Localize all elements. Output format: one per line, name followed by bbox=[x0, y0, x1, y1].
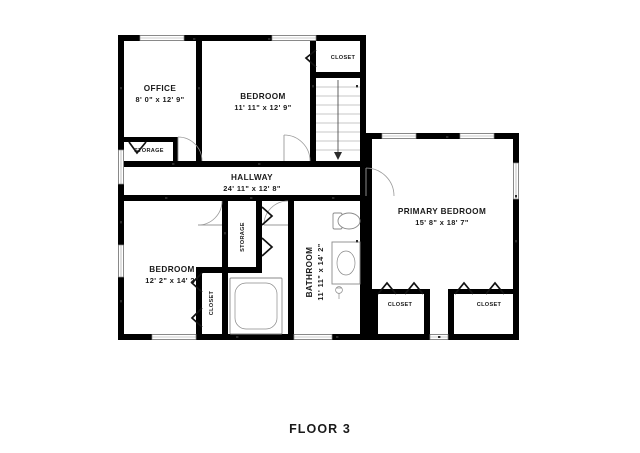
hallway-dimensions: 24' 11" x 12' 8" bbox=[223, 184, 281, 193]
bathtub-fixture bbox=[229, 277, 283, 335]
bifold-closet-top bbox=[304, 49, 317, 68]
label-bedroom-top: BEDROOM 11' 11" x 12' 9" bbox=[234, 92, 291, 112]
bathroom-fixtures bbox=[229, 212, 361, 335]
closet-primary-1-label: CLOSET bbox=[388, 302, 413, 308]
label-hallway: HALLWAY 24' 11" x 12' 8" bbox=[223, 173, 281, 193]
bathroom-name: BATHROOM bbox=[305, 247, 314, 298]
window-primary-top-2 bbox=[459, 133, 495, 139]
wall-tick-marks bbox=[120, 38, 517, 338]
bathroom-dimensions: 11' 11" x 14' 2" bbox=[316, 243, 325, 300]
vanity-sink-fixture bbox=[331, 241, 361, 285]
floor-title: FLOOR 3 bbox=[289, 422, 351, 436]
window-bathroom-bottom bbox=[293, 334, 333, 340]
office-name: OFFICE bbox=[144, 84, 177, 93]
label-primary-bedroom: PRIMARY BEDROOM 15' 8" x 18' 7" bbox=[398, 207, 486, 227]
window-office-top bbox=[139, 35, 185, 41]
bifold-closet-bath-2 bbox=[190, 307, 203, 328]
bifold-storage-center-2 bbox=[261, 237, 274, 257]
bifold-closet-primary-2a bbox=[454, 281, 474, 295]
bedroom-bottom-dimensions: 12' 2" x 14' 2" bbox=[145, 276, 199, 285]
label-bathroom: BATHROOM 11' 11" x 14' 2" bbox=[305, 243, 325, 300]
window-bedroom-top bbox=[271, 35, 317, 41]
door-bedroom-top bbox=[283, 134, 311, 162]
closet-bath-label: CLOSET bbox=[209, 290, 215, 315]
window-primary-top-1 bbox=[381, 133, 417, 139]
staircase bbox=[316, 78, 360, 161]
bedroom-top-name: BEDROOM bbox=[240, 92, 286, 101]
bedroom-bottom-name: BEDROOM bbox=[149, 265, 195, 274]
window-office-left bbox=[118, 149, 124, 185]
closet-top-label: CLOSET bbox=[331, 55, 356, 61]
folding-doors bbox=[128, 49, 505, 328]
doors bbox=[177, 134, 395, 226]
small-room-labels: STORAGE CLOSET STORAGE CLOSET CLOSET CLO… bbox=[134, 55, 501, 315]
toilet-fixture bbox=[332, 212, 361, 230]
bifold-storage-center-1 bbox=[261, 206, 274, 226]
hallway-name: HALLWAY bbox=[231, 173, 273, 182]
office-dimensions: 8' 0" x 12' 9" bbox=[136, 95, 185, 104]
bifold-closet-bath-1 bbox=[190, 272, 203, 293]
stair-direction-arrow bbox=[334, 152, 342, 160]
faucet-fixture bbox=[335, 286, 343, 299]
storage-center-label: STORAGE bbox=[240, 222, 246, 252]
door-bathroom bbox=[263, 200, 289, 226]
window-bedroom-bottom bbox=[151, 334, 197, 340]
primary-bedroom-dimensions: 15' 8" x 18' 7" bbox=[415, 218, 469, 227]
storage-left-label: STORAGE bbox=[134, 148, 164, 154]
door-office bbox=[177, 136, 203, 162]
window-bedroom-left bbox=[118, 244, 124, 278]
label-bedroom-bottom: BEDROOM 12' 2" x 14' 2" bbox=[145, 265, 199, 285]
window-primary-right bbox=[513, 162, 519, 200]
interior-walls bbox=[124, 41, 513, 340]
windows bbox=[118, 35, 519, 340]
primary-bedroom-name: PRIMARY BEDROOM bbox=[398, 207, 486, 216]
door-bedroom-bottom bbox=[197, 200, 223, 226]
room-labels: OFFICE 8' 0" x 12' 9" BEDROOM 11' 11" x … bbox=[136, 84, 486, 301]
door-hallway-east bbox=[365, 167, 395, 197]
closet-primary-2-label: CLOSET bbox=[477, 302, 502, 308]
bifold-closet-primary-1b bbox=[404, 281, 424, 295]
bifold-closet-primary-2b bbox=[485, 281, 505, 295]
bedroom-top-dimensions: 11' 11" x 12' 9" bbox=[234, 103, 291, 112]
bifold-closet-primary-1a bbox=[377, 281, 397, 295]
label-office: OFFICE 8' 0" x 12' 9" bbox=[136, 84, 185, 104]
bifold-storage-left bbox=[128, 141, 147, 155]
